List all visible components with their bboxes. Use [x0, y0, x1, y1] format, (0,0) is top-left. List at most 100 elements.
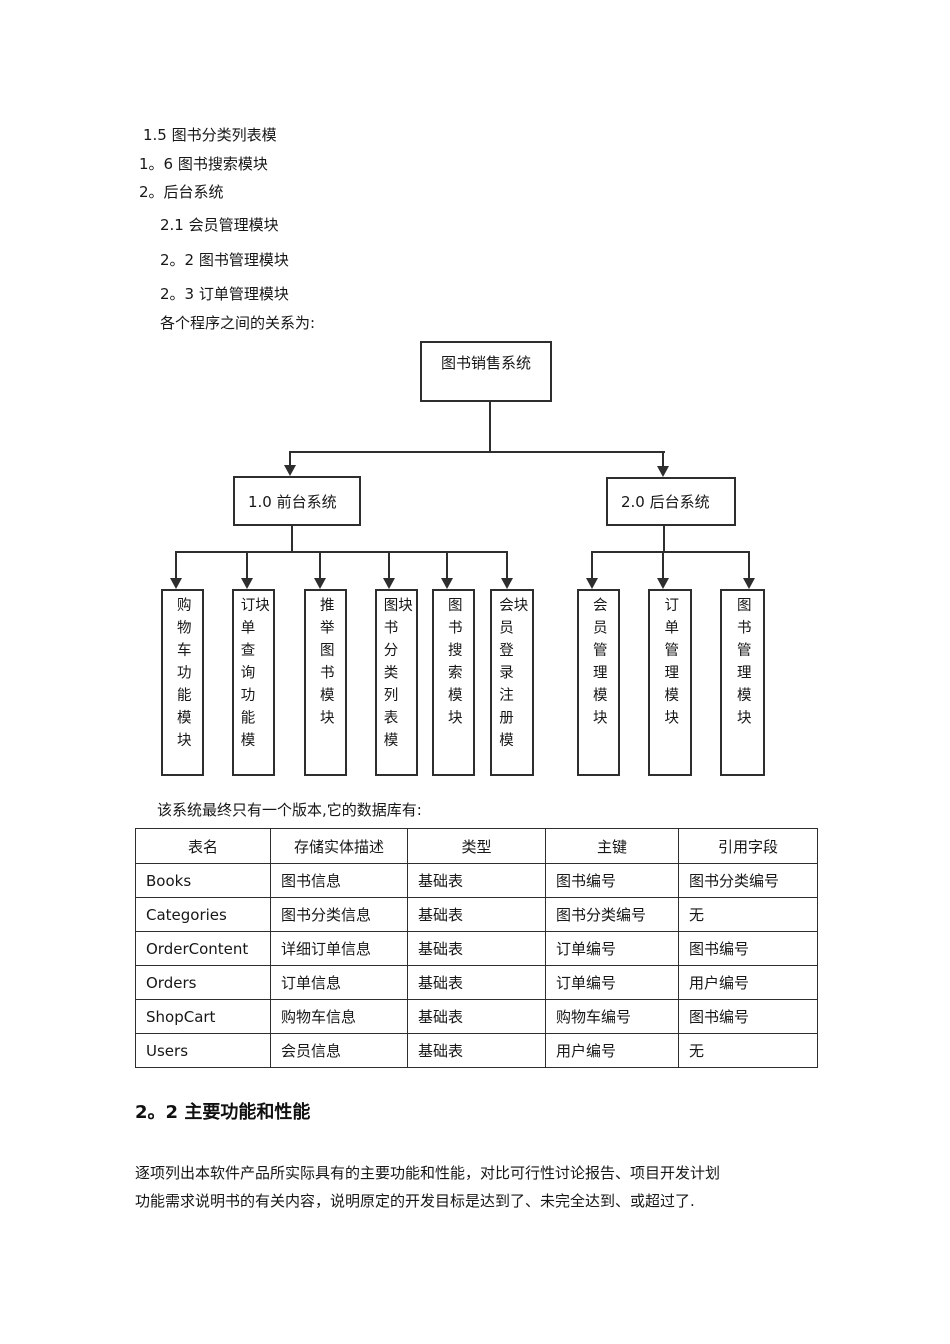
flowchart-node-member-admin-module: 会员管理模块: [577, 589, 620, 776]
book-admin-module-label: 图书管理模块: [734, 597, 751, 732]
shopcart-module-label: 购物车功能模块: [174, 597, 191, 755]
arrowhead-frontend: [284, 465, 296, 476]
outline-item-2: 2。后台系统: [139, 183, 224, 201]
table-row-users: Users 会员信息 基础表 用户编号 无: [135, 1033, 818, 1068]
table-cell: 无: [678, 1033, 818, 1068]
flowchart-node-book-search-module: 图书搜索模块: [432, 589, 475, 776]
table-cell: 基础表: [407, 999, 546, 1034]
table-row-categories: Categories 图书分类信息 基础表 图书分类编号 无: [135, 897, 818, 932]
connector-root-stem: [489, 402, 491, 452]
table-cell: 基础表: [407, 897, 546, 932]
table-row-ordercontent: OrderContent 详细订单信息 基础表 订单编号 图书编号: [135, 931, 818, 966]
table-cell: 订单编号: [545, 931, 679, 966]
table-row-orders: Orders 订单信息 基础表 订单编号 用户编号: [135, 965, 818, 1000]
outline-item-2-3: 2。3 订单管理模块: [160, 285, 289, 303]
table-cell: 用户编号: [545, 1033, 679, 1068]
table-cell: 基础表: [407, 1033, 546, 1068]
connector-backend-hline: [592, 551, 750, 553]
connector-arrow-stem-f1: [175, 551, 177, 579]
outline-item-2-2: 2。2 图书管理模块: [160, 251, 289, 269]
table-cell: 无: [678, 897, 818, 932]
col-header-entity-description: 存储实体描述: [270, 828, 408, 864]
section-paragraph-line-2: 功能需求说明书的有关内容，说明原定的开发目标是达到了、未完全达到、或超过了.: [135, 1192, 695, 1210]
flowchart-node-order-admin-module: 订单管理模块: [648, 589, 692, 776]
connector-arrow-stem-f6: [506, 551, 508, 579]
table-cell: 基础表: [407, 931, 546, 966]
table-cell: Orders: [135, 965, 271, 1000]
table-row-books: Books 图书信息 基础表 图书编号 图书分类编号: [135, 863, 818, 898]
arrowhead-f2: [241, 578, 253, 589]
table-cell: 购物车编号: [545, 999, 679, 1034]
section-heading-2-2: 2。2 主要功能和性能: [135, 1102, 311, 1123]
section-paragraph-line-1: 逐项列出本软件产品所实际具有的主要功能和性能，对比可行性讨论报告、项目开发计划: [135, 1164, 721, 1182]
table-cell: 基础表: [407, 965, 546, 1000]
table-header-row: 表名 存储实体描述 类型 主键 引用字段: [135, 828, 818, 864]
database-tables-table: 表名 存储实体描述 类型 主键 引用字段 Books 图书信息 基础表 图书编号…: [135, 828, 818, 1068]
arrowhead-b3: [743, 578, 755, 589]
connector-arrow-stem-frontend: [289, 451, 291, 467]
book-search-module-label: 图书搜索模块: [445, 597, 462, 732]
connector-arrow-stem-backend: [662, 451, 664, 467]
arrowhead-b1: [586, 578, 598, 589]
arrowhead-b2: [657, 578, 669, 589]
relationship-caption: 各个程序之间的关系为:: [160, 314, 316, 332]
arrowhead-f3: [314, 578, 326, 589]
connector-arrow-stem-f5: [446, 551, 448, 579]
member-admin-module-label: 会员管理模块: [590, 597, 607, 732]
table-cell: Users: [135, 1033, 271, 1068]
connector-arrow-stem-f3: [319, 551, 321, 579]
arrowhead-backend: [657, 466, 669, 477]
flowchart-node-recommend-books-module: 推举图书模块: [304, 589, 347, 776]
flowchart-node-category-list-module: 图书分类列表模块: [375, 589, 418, 776]
arrowhead-f5: [441, 578, 453, 589]
member-login-register-module-label: 会员登录注册模块: [497, 597, 528, 755]
database-intro-text: 该系统最终只有一个版本,它的数据库有:: [157, 801, 422, 819]
flowchart-node-book-admin-module: 图书管理模块: [720, 589, 765, 776]
table-cell: OrderContent: [135, 931, 271, 966]
outline-item-2-1: 2.1 会员管理模块: [160, 216, 279, 234]
table-cell: 用户编号: [678, 965, 818, 1000]
flowchart-node-shopcart-module: 购物车功能模块: [161, 589, 204, 776]
flowchart-frontend-label: 1.0 前台系统: [248, 492, 337, 511]
table-cell: Categories: [135, 897, 271, 932]
connector-frontend-hline: [176, 551, 508, 553]
table-cell: Books: [135, 863, 271, 898]
arrowhead-f1: [170, 578, 182, 589]
table-cell: ShopCart: [135, 999, 271, 1034]
connector-arrow-stem-b1: [591, 551, 593, 579]
outline-item-1-5: 1.5 图书分类列表模: [143, 126, 277, 144]
table-cell: 购物车信息: [270, 999, 408, 1034]
table-cell: 图书分类编号: [545, 897, 679, 932]
connector-arrow-stem-b2: [662, 551, 664, 579]
col-header-primary-key: 主键: [545, 828, 679, 864]
flowchart-node-backend: 2.0 后台系统: [606, 477, 736, 526]
arrowhead-f6: [501, 578, 513, 589]
table-row-shopcart: ShopCart 购物车信息 基础表 购物车编号 图书编号: [135, 999, 818, 1034]
table-cell: 图书编号: [545, 863, 679, 898]
table-cell: 详细订单信息: [270, 931, 408, 966]
flowchart-root-node: 图书销售系统: [420, 341, 552, 402]
table-cell: 订单信息: [270, 965, 408, 1000]
flowchart-root-label: 图书销售系统: [440, 354, 531, 372]
outline-item-1-6: 1。6 图书搜索模块: [139, 155, 268, 173]
category-list-module-label: 图书分类列表模块: [381, 597, 413, 755]
col-header-referenced-field: 引用字段: [678, 828, 818, 864]
connector-arrow-stem-f2: [246, 551, 248, 579]
table-cell: 图书分类信息: [270, 897, 408, 932]
table-cell: 图书编号: [678, 999, 818, 1034]
table-cell: 图书编号: [678, 931, 818, 966]
table-cell: 基础表: [407, 863, 546, 898]
order-admin-module-label: 订单管理模块: [662, 597, 679, 732]
table-cell: 会员信息: [270, 1033, 408, 1068]
connector-backend-stem: [663, 526, 665, 552]
connector-arrow-stem-b3: [748, 551, 750, 579]
flowchart-backend-label: 2.0 后台系统: [621, 493, 710, 511]
connector-arrow-stem-f4: [388, 551, 390, 579]
arrowhead-f4: [383, 578, 395, 589]
flowchart-node-frontend: 1.0 前台系统: [233, 476, 361, 526]
col-header-type: 类型: [407, 828, 546, 864]
table-cell: 图书分类编号: [678, 863, 818, 898]
col-header-table-name: 表名: [135, 828, 271, 864]
flowchart-node-order-query-module: 订单查询功能模块: [232, 589, 275, 776]
